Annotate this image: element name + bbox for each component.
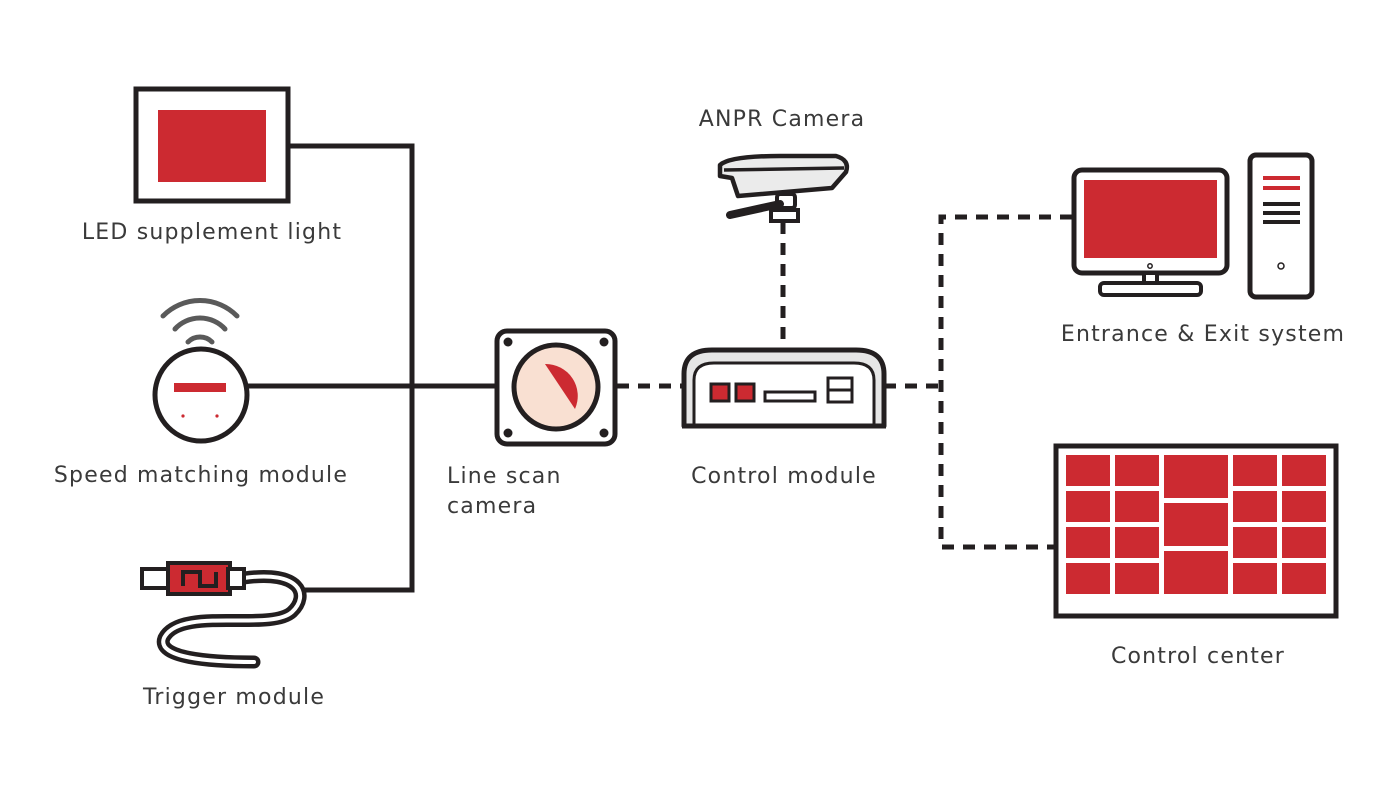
control-slot bbox=[763, 390, 817, 403]
tower-red-bar-1 bbox=[1263, 176, 1300, 180]
computer-screen bbox=[1084, 180, 1217, 258]
video-tile bbox=[1066, 491, 1110, 522]
camera-lens bbox=[511, 342, 601, 432]
video-tile bbox=[1233, 563, 1277, 594]
led-panel-light bbox=[158, 110, 266, 182]
speed-sensor-dot-left bbox=[181, 414, 185, 418]
anpr-camera-body bbox=[717, 153, 850, 199]
connector-bus bbox=[938, 214, 1072, 550]
video-tile bbox=[1282, 527, 1326, 558]
trigger-plug-right bbox=[226, 567, 246, 590]
video-tile bbox=[1282, 491, 1326, 522]
video-wall-tiles bbox=[1066, 455, 1326, 594]
label-speed-matching-module: Speed matching module bbox=[54, 463, 348, 488]
video-tile bbox=[1115, 455, 1159, 486]
video-tile bbox=[1066, 527, 1110, 558]
wifi-icon bbox=[160, 298, 240, 345]
tower-vent-1 bbox=[1263, 202, 1300, 206]
solid-connections bbox=[248, 143, 497, 593]
video-tile bbox=[1233, 455, 1277, 486]
tower-red-bar-2 bbox=[1263, 186, 1300, 190]
label-led-supplement-light: LED supplement light bbox=[82, 220, 342, 245]
trigger-cable-core bbox=[161, 574, 303, 664]
connector-trigger-module bbox=[298, 386, 415, 593]
control-port-1 bbox=[709, 382, 731, 403]
video-tile bbox=[1115, 491, 1159, 522]
video-tile-large bbox=[1164, 551, 1228, 594]
tower-vent-3 bbox=[1263, 220, 1300, 224]
video-tile bbox=[1115, 527, 1159, 558]
line-scan-camera bbox=[494, 328, 618, 447]
camera-screw-tl bbox=[503, 337, 513, 347]
control-port-2 bbox=[734, 382, 756, 403]
anpr-mount-handle bbox=[726, 200, 784, 219]
tower-vent-2 bbox=[1263, 211, 1300, 215]
anpr-camera bbox=[717, 153, 850, 223]
control-center bbox=[1053, 443, 1339, 619]
camera-screw-br bbox=[599, 428, 609, 438]
label-line-scan-camera-line2: camera bbox=[447, 494, 537, 519]
control-module bbox=[681, 347, 887, 429]
video-tile bbox=[1066, 563, 1110, 594]
anpr-camera-front bbox=[723, 166, 845, 172]
label-trigger-module: Trigger module bbox=[142, 685, 325, 710]
led-supplement-light bbox=[133, 86, 291, 204]
speed-sensor-indicator bbox=[174, 383, 226, 392]
video-tile-large bbox=[1164, 503, 1228, 546]
speed-matching-module bbox=[152, 298, 250, 444]
video-tile bbox=[1233, 491, 1277, 522]
video-tile bbox=[1066, 455, 1110, 486]
label-control-center: Control center bbox=[1111, 644, 1285, 669]
computer-tower bbox=[1247, 152, 1315, 300]
video-tile bbox=[1282, 563, 1326, 594]
connector-led-light bbox=[290, 143, 415, 386]
camera-screw-bl bbox=[503, 428, 513, 438]
video-tile bbox=[1282, 455, 1326, 486]
tower-power-button bbox=[1277, 262, 1285, 270]
monitor-power-dot bbox=[1147, 263, 1153, 269]
monitor-stand bbox=[1098, 281, 1203, 297]
labels: LED supplement light Speed matching modu… bbox=[54, 107, 1345, 710]
dashed-connections bbox=[617, 214, 1072, 550]
video-tile bbox=[1233, 527, 1277, 558]
speed-sensor-dot-right bbox=[215, 414, 219, 418]
label-control-module: Control module bbox=[691, 464, 877, 489]
speed-sensor-body bbox=[152, 346, 250, 444]
trigger-module bbox=[140, 561, 307, 669]
trigger-connector-mark bbox=[181, 570, 218, 588]
anpr-mount-base bbox=[769, 208, 800, 223]
video-tile bbox=[1115, 563, 1159, 594]
trigger-plug-left bbox=[140, 567, 172, 590]
entrance-exit-system bbox=[1071, 152, 1315, 300]
label-line-scan-camera-line1: Line scan bbox=[447, 464, 562, 489]
label-entrance-exit-system: Entrance & Exit system bbox=[1061, 322, 1345, 347]
label-anpr-camera: ANPR Camera bbox=[699, 107, 866, 132]
video-tile-large bbox=[1164, 455, 1228, 498]
camera-screw-tr bbox=[599, 337, 609, 347]
camera-lens-highlight bbox=[545, 363, 578, 409]
